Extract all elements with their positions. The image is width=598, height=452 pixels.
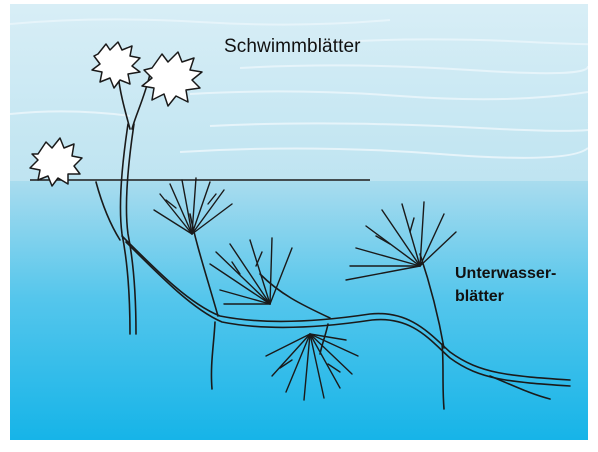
submerged-leaves-label: Unterwasser- blätter	[455, 262, 556, 308]
plant-illustration: Schwimmblätter Unterwasser- blätter	[10, 4, 588, 440]
submerged-leaves-label-line2: blätter	[455, 285, 556, 308]
floating-leaves-label: Schwimmblätter	[224, 36, 361, 58]
illustration-svg	[10, 4, 588, 440]
submerged-leaves-label-line1: Unterwasser-	[455, 262, 556, 285]
water-area	[10, 181, 588, 440]
